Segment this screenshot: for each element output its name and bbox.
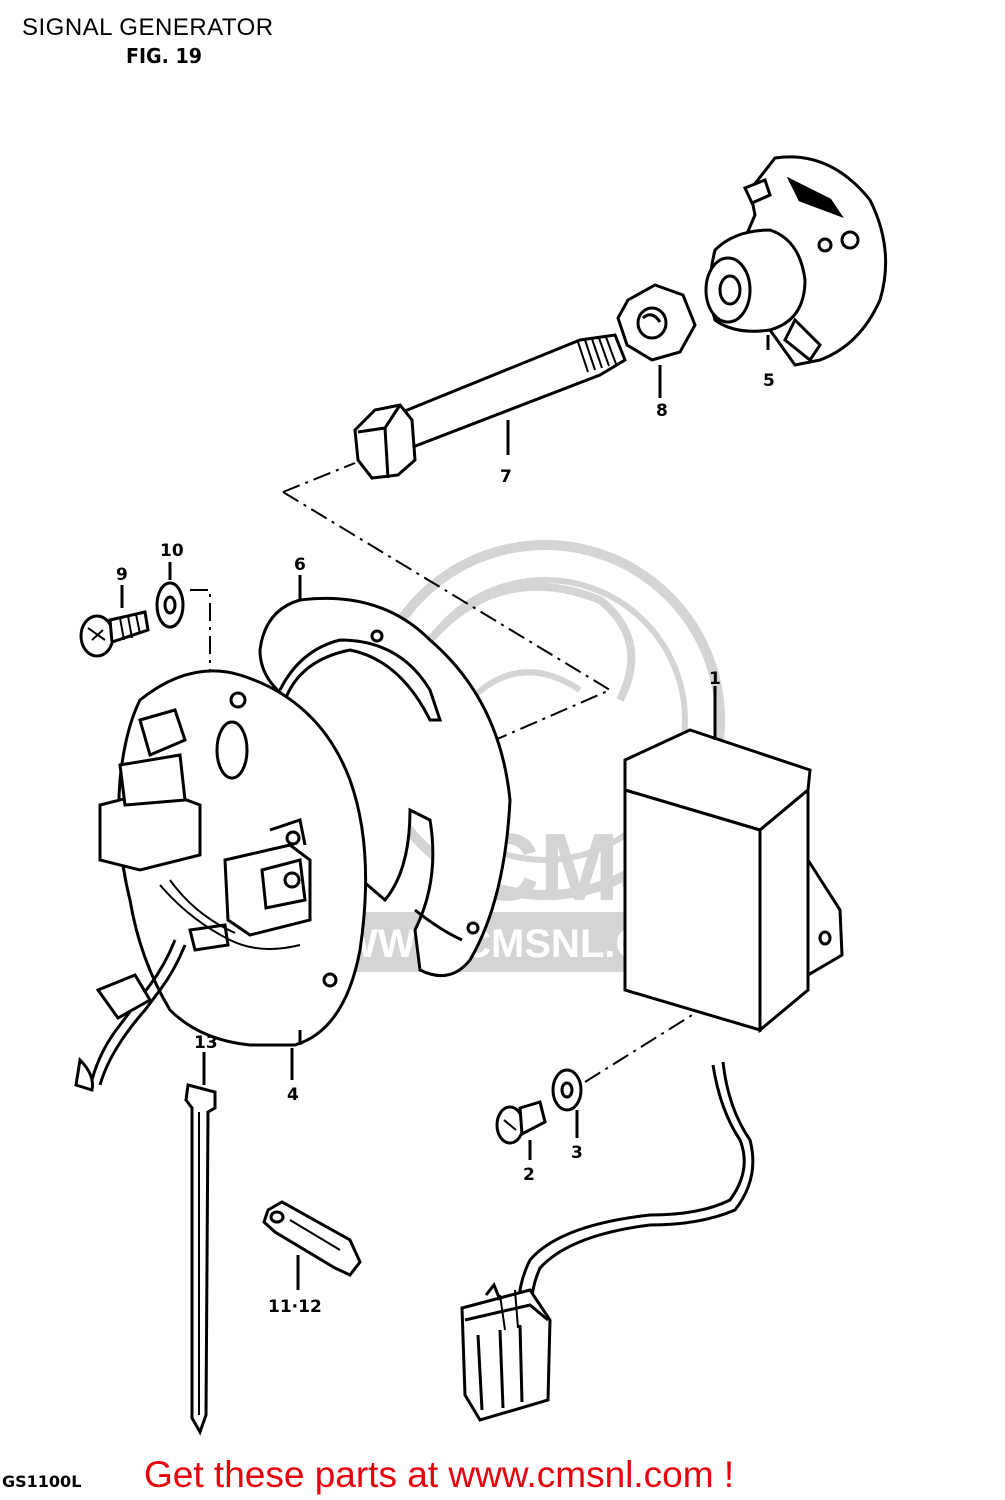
callout-2: 2 [523, 1165, 535, 1185]
promo-link[interactable]: Get these parts at www.cmsnl.com ! [144, 1454, 735, 1495]
part-10-washer [155, 562, 185, 629]
callout-9: 9 [116, 565, 128, 585]
callout-6: 6 [294, 555, 306, 575]
part-5-governor [704, 155, 888, 367]
part-3-washer [551, 1068, 583, 1138]
callout-3: 3 [571, 1143, 583, 1163]
part-2-screw [495, 1100, 547, 1160]
model-code: GS1100L [2, 1472, 82, 1491]
callout-7: 7 [500, 467, 512, 487]
callout-1: 1 [709, 669, 721, 689]
callout-5: 5 [763, 371, 775, 391]
part-4-stator-plate [74, 669, 368, 1092]
part-8-nut [616, 283, 697, 398]
part-11-12-clamp [262, 1200, 362, 1290]
part-7-bolt [353, 333, 627, 480]
callout-10: 10 [160, 541, 184, 561]
coupler-connector [460, 1282, 552, 1422]
callout-8: 8 [656, 401, 668, 421]
callout-13: 13 [194, 1033, 218, 1053]
part-1-igniter [517, 686, 844, 1326]
callout-11-12: 11·12 [268, 1297, 322, 1317]
callout-4: 4 [287, 1085, 299, 1105]
figure-number: FIG. 19 [125, 44, 202, 68]
part-13-cable-tie [184, 1052, 217, 1436]
part-9-screw [79, 585, 150, 658]
page-title: SIGNAL GENERATOR [22, 14, 274, 41]
